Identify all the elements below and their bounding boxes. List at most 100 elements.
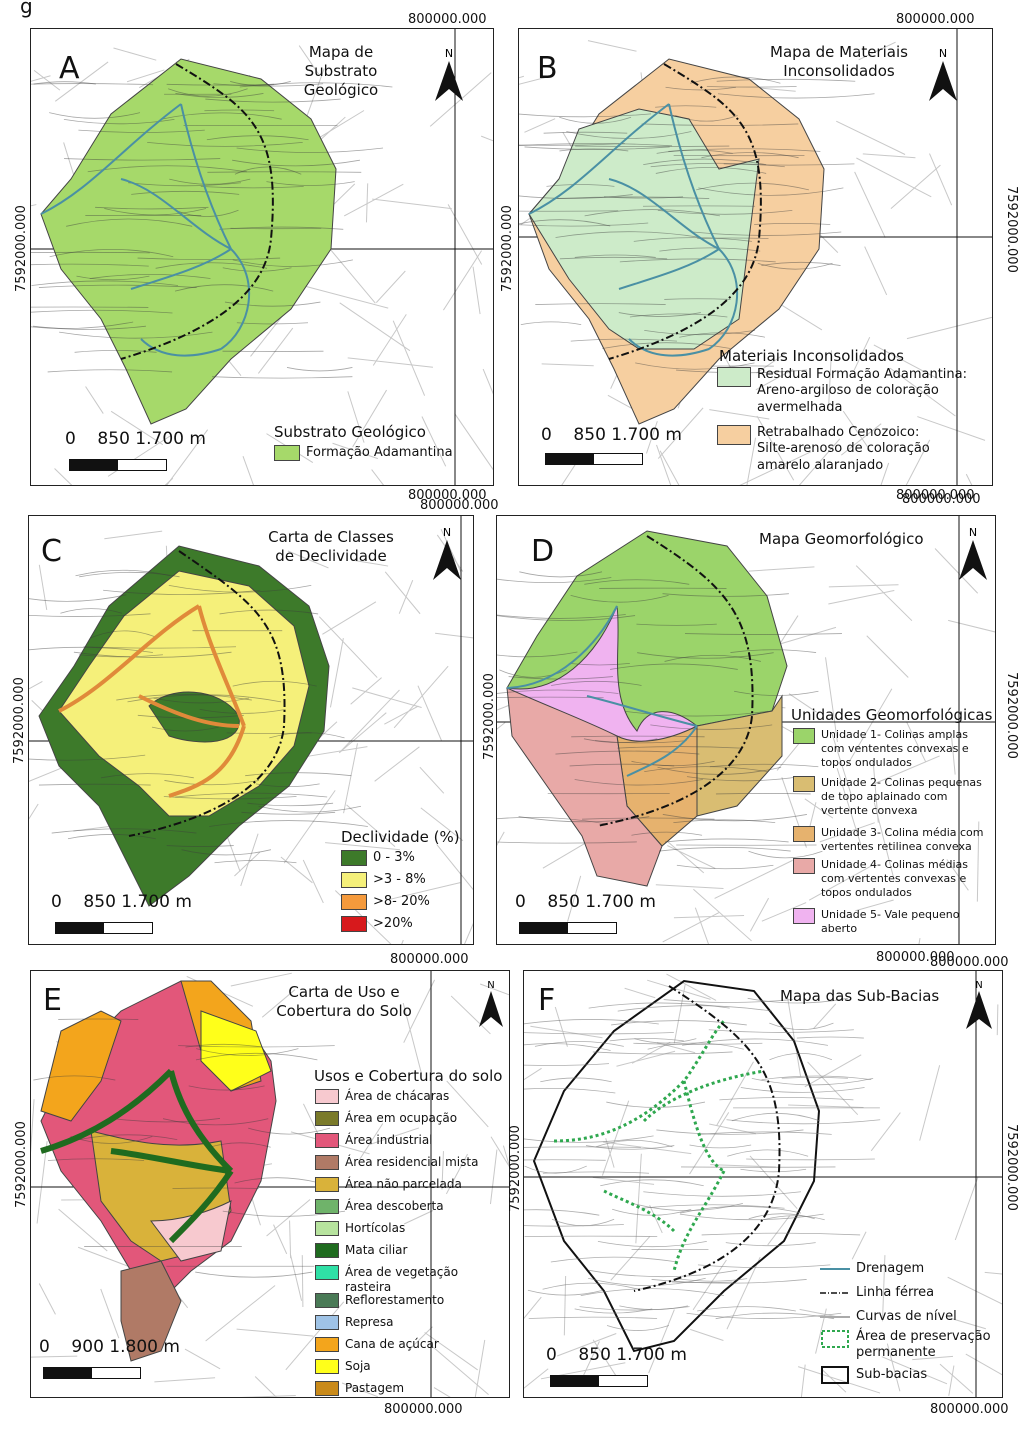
drainage-network [40,103,251,357]
coord-label-a-left: 7592000.000 [14,205,29,292]
legend-item-0-3: 0 - 3% [341,850,415,867]
legend-item-e: Hortícolas [315,1221,405,1236]
legend-item-e: Área de vegetação rasteira [315,1265,458,1295]
railway-line [596,535,754,827]
panel-d-geomorfologico: D Mapa Geomorfológico N Unidades Geomorf… [496,515,996,945]
railway-line [608,63,762,360]
drainage-network [58,604,246,798]
coord-label-d-bottom: 800000.000 [876,950,955,965]
railway-line [120,63,274,360]
legend-item-3-8: >3 - 8% [341,872,426,889]
legend-item-8-20: >8- 20% [341,894,430,911]
legend-item-e: Represa [315,1315,393,1330]
coord-label-f-right: 7592000.000 [1004,1124,1019,1211]
contour-lines [519,76,875,374]
legend-item-e: Área em ocupação [315,1111,457,1126]
legend-item-e: Área descoberta [315,1199,444,1214]
legend-item-e: Mata ciliar [315,1243,407,1258]
scale-bar [55,922,153,934]
contour-lines [33,1018,346,1278]
map-d-basemap [497,516,995,944]
coord-label-c-left: 7592000.000 [12,677,27,764]
coord-label-f-left: 7592000.000 [508,1125,523,1212]
legend-item-residual: Residual Formação Adamantina: Areno-argi… [717,367,967,416]
sub-bacias-box-icon [821,1366,849,1384]
railway-line [633,985,781,1292]
scale-bar [550,1375,648,1387]
svg-text:N: N [975,980,982,991]
drainage-network [40,1068,234,1244]
legend-item-unidade-2: Unidade 2- Colinas pequenas de topo apla… [793,776,982,817]
coord-label-e-left: 7592000.000 [14,1121,29,1208]
legend-item-e: Soja [315,1359,371,1374]
svg-text:N: N [443,526,451,539]
drainage-network [506,605,698,777]
legend-item-e: Área residencial mista [315,1155,478,1170]
legend-item-e: Área de chácaras [315,1089,449,1104]
panel-c-declividade: C Carta de Classes de Declividade N Decl… [28,515,474,945]
drenagem-line-icon [820,1268,850,1271]
contour-lines [524,997,881,1331]
contour-lines [497,571,842,870]
scale-label: 0 850 1.700 m [546,1345,687,1365]
legend-item-formacao-adamantina: Formação Adamantina [274,445,453,462]
legend-title: Materiais Inconsolidados [719,347,904,365]
north-arrow-icon: N [966,980,992,1029]
coord-label-d-right: 7592000.000 [1004,672,1019,759]
panel-letter: A [59,51,80,86]
legend-item-e: Área não parcelada [315,1177,462,1192]
scale-label: 0 850 1.700 m [51,892,192,912]
panel-e-uso-cobertura: E Carta de Uso e Cobertura do Solo N Uso… [30,970,510,1398]
panel-letter: E [43,983,62,1018]
map-a-basemap [31,29,493,485]
panel-f-sub-bacias: F Mapa das Sub-Bacias N Drenagem Linha f… [523,970,1003,1398]
coord-label-c-top: 800000.000 [420,498,499,513]
panel-title: Mapa de Materiais Inconsolidados [770,43,908,80]
legend-item-e: Reflorestamento [315,1293,444,1308]
coord-label-b-bottom: 800000.000 [896,488,975,503]
panel-title: Carta de Classes de Declividade [268,528,394,565]
uso-cana [40,1010,122,1122]
curvas-nivel-line-icon [820,1316,850,1319]
area-preservacao-box-icon [821,1330,849,1348]
coord-label-f-bottom: 800000.000 [930,1402,1009,1417]
legend-item-e: Cana de açúcar [315,1337,439,1352]
panel-title: Mapa de Substrato Geológico [303,43,379,99]
map-e-basemap [31,971,509,1397]
scale-label: 0 850 1.700 m [515,892,656,912]
top-text-fragment: g [20,0,33,18]
legend-item-linha-ferrea: Linha férrea [820,1285,934,1301]
legend-title: Substrato Geológico [274,423,426,441]
scale-label: 0 850 1.700 m [65,429,206,449]
drainage-network [553,1019,765,1272]
street-grid [524,973,1002,1397]
panel-title: Carta de Uso e Cobertura do Solo [276,983,412,1020]
legend-item-e: Área industrial [315,1133,433,1148]
scale-label: 0 900 1.800 m [39,1337,180,1357]
map-f-basemap [524,971,1002,1397]
legend-item-retrabalhado: Retrabalhado Cenozoico: Silte-arenoso de… [717,425,930,474]
panel-title: Mapa Geomorfológico [759,530,924,548]
coord-label-b-right: 7592000.000 [1004,186,1019,273]
north-arrow-icon: N [435,47,463,101]
scale-bar [69,459,167,471]
svg-text:N: N [487,980,494,991]
coord-label-a-bottom: 800000.000 [408,488,487,503]
coord-label-a-top: 800000.000 [408,12,487,27]
coord-label-f-top: 800000.000 [930,955,1009,970]
coord-label-d-top: 800000.000 [902,492,981,507]
legend-title: Declividade (%) [341,828,460,846]
map-b-basemap [519,29,992,485]
legend-item-20: >20% [341,916,413,933]
legend-item-drenagem: Drenagem [820,1261,924,1277]
map-c-basemap [29,516,473,944]
svg-text:N: N [939,47,947,60]
panel-a-substrato-geologico: A Mapa de Substrato Geológico N Substrat… [30,28,494,486]
panel-b-materiais-inconsolidados: B Mapa de Materiais Inconsolidados N Mat… [518,28,993,486]
legend-item-unidade-3: Unidade 3- Colina média com vertentes re… [793,826,984,854]
contour-lines [31,81,393,379]
scale-bar [519,922,617,934]
scale-bar [545,453,643,465]
legend-item-e: Pastagem [315,1381,404,1396]
